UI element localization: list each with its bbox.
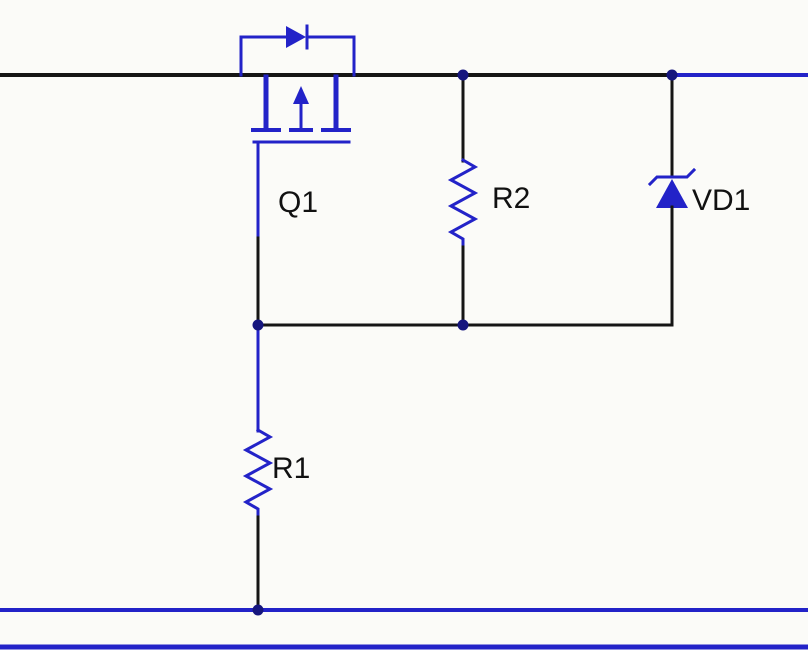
resistor-r1-icon — [242, 427, 274, 520]
q1-label: Q1 — [278, 186, 318, 219]
zener-cathode-bar — [647, 167, 697, 187]
resistor-r1-branch — [242, 323, 274, 612]
junction-dot — [252, 604, 264, 616]
resistor-r2-branch — [447, 73, 479, 327]
arrow-up-icon — [293, 86, 309, 104]
junction-dot — [457, 69, 469, 81]
wire-segment — [239, 35, 288, 77]
zener-vd1-branch — [647, 73, 697, 327]
zener-diode-icon — [647, 167, 697, 208]
junction-dot — [457, 319, 469, 331]
mosfet-channel-icon — [251, 74, 351, 144]
vd1-label: VD1 — [692, 184, 750, 217]
junction-dot — [666, 69, 678, 81]
body-diode-icon — [239, 24, 356, 77]
zener-anode-triangle — [656, 179, 688, 208]
r2-label: R2 — [492, 182, 530, 215]
resistor-r2-icon — [447, 157, 479, 250]
diode-anode-triangle — [286, 26, 306, 48]
mosfet-q1-symbol — [239, 24, 356, 144]
wire-segment — [305, 35, 356, 77]
junction-dot — [252, 319, 264, 331]
r1-label: R1 — [272, 452, 310, 485]
